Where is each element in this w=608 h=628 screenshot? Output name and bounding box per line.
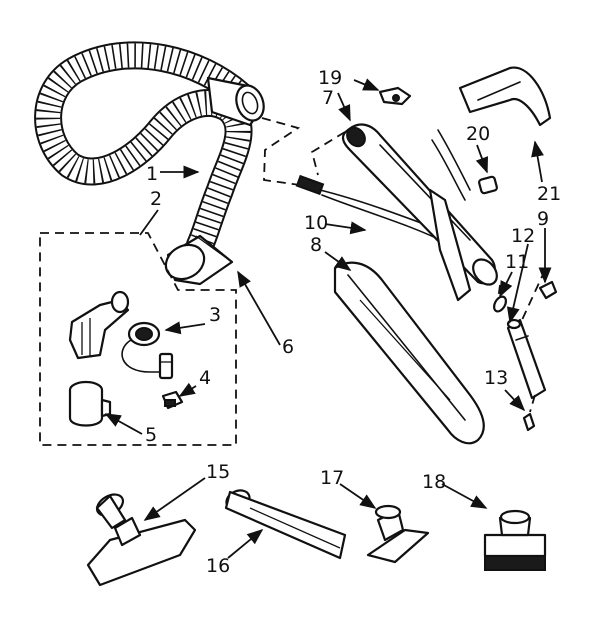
callout-16: 16 — [206, 555, 230, 577]
callout-17: 17 — [320, 467, 344, 489]
bracket-part — [478, 175, 498, 195]
callout-6: 6 — [282, 336, 294, 358]
base-shell-part — [333, 261, 485, 445]
switch-part — [378, 86, 412, 106]
callout-5: 5 — [145, 424, 157, 446]
callout-8: 8 — [310, 234, 322, 256]
callout-2: 2 — [150, 188, 162, 210]
callout-11: 11 — [505, 251, 529, 273]
brush-tool-part — [483, 509, 547, 571]
callout-21: 21 — [537, 183, 561, 205]
kit-outline — [39, 232, 237, 446]
callout-10: 10 — [304, 212, 328, 234]
attachment-cover-part — [458, 66, 552, 127]
callout-1: 1 — [146, 163, 158, 185]
callout-20: 20 — [466, 123, 490, 145]
small-clip-part — [161, 390, 184, 410]
hose-elbow-part — [68, 290, 130, 360]
callout-19: 19 — [318, 67, 342, 89]
callout-12: 12 — [511, 225, 535, 247]
callout-7: 7 — [322, 87, 334, 109]
callout-15: 15 — [206, 461, 230, 483]
cord-bulb-part — [121, 321, 174, 380]
callout-4: 4 — [199, 367, 211, 389]
leader-lines — [104, 78, 552, 559]
callout-3: 3 — [209, 304, 221, 326]
callout-9: 9 — [537, 208, 549, 230]
upholstery-tool-part — [366, 504, 430, 564]
callout-13: 13 — [484, 367, 508, 389]
wand-handle-part — [341, 123, 498, 302]
crevice-tool-part — [224, 489, 347, 560]
canister-cap-part — [68, 380, 112, 427]
callout-labels: 1 2 3 4 5 6 7 8 9 10 11 12 13 15 16 17 1… — [145, 67, 561, 577]
floor-tool-part — [86, 493, 197, 587]
hose-part — [34, 41, 265, 286]
callout-18: 18 — [422, 471, 446, 493]
